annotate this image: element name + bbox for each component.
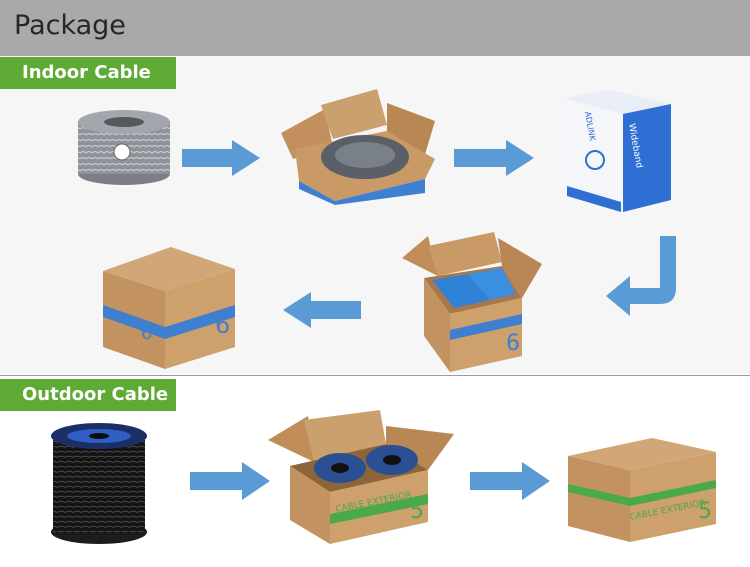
right-arrow-icon (190, 462, 270, 500)
open-carton-blue-boxes-image: 6 (402, 232, 542, 372)
indoor-closed-box-side-number: 6 (141, 323, 152, 344)
open-carton-reels-image: CABLE EXTERIOR 5 (268, 410, 454, 544)
outdoor-open-box-number: 5 (410, 499, 424, 524)
right-arrow-icon (182, 140, 260, 176)
hook-arrow-icon (606, 236, 676, 316)
left-arrow-icon (283, 292, 361, 328)
section-divider (0, 375, 750, 376)
indoor-cable-tag: Indoor Cable (0, 57, 176, 89)
closed-carton-outdoor-image: CABLE EXTERIOR 5 (568, 438, 716, 542)
retail-box-image: Wideband ADLINK (563, 90, 671, 212)
outdoor-cable-tag: Outdoor Cable (0, 379, 176, 411)
right-arrow-icon (454, 140, 534, 176)
black-cable-reel-image (51, 423, 147, 544)
right-arrow-icon (470, 462, 550, 500)
page-header: Package (0, 0, 750, 56)
page-title: Package (14, 10, 126, 41)
grey-cable-coil-image (78, 110, 170, 185)
indoor-closed-box-number: 6 (215, 311, 230, 339)
closed-carton-indoor-image: 6 6 (103, 247, 235, 369)
outdoor-closed-box-number: 5 (698, 499, 712, 524)
indoor-box-number: 6 (506, 331, 520, 356)
open-carton-grey-cable-image (281, 89, 435, 205)
